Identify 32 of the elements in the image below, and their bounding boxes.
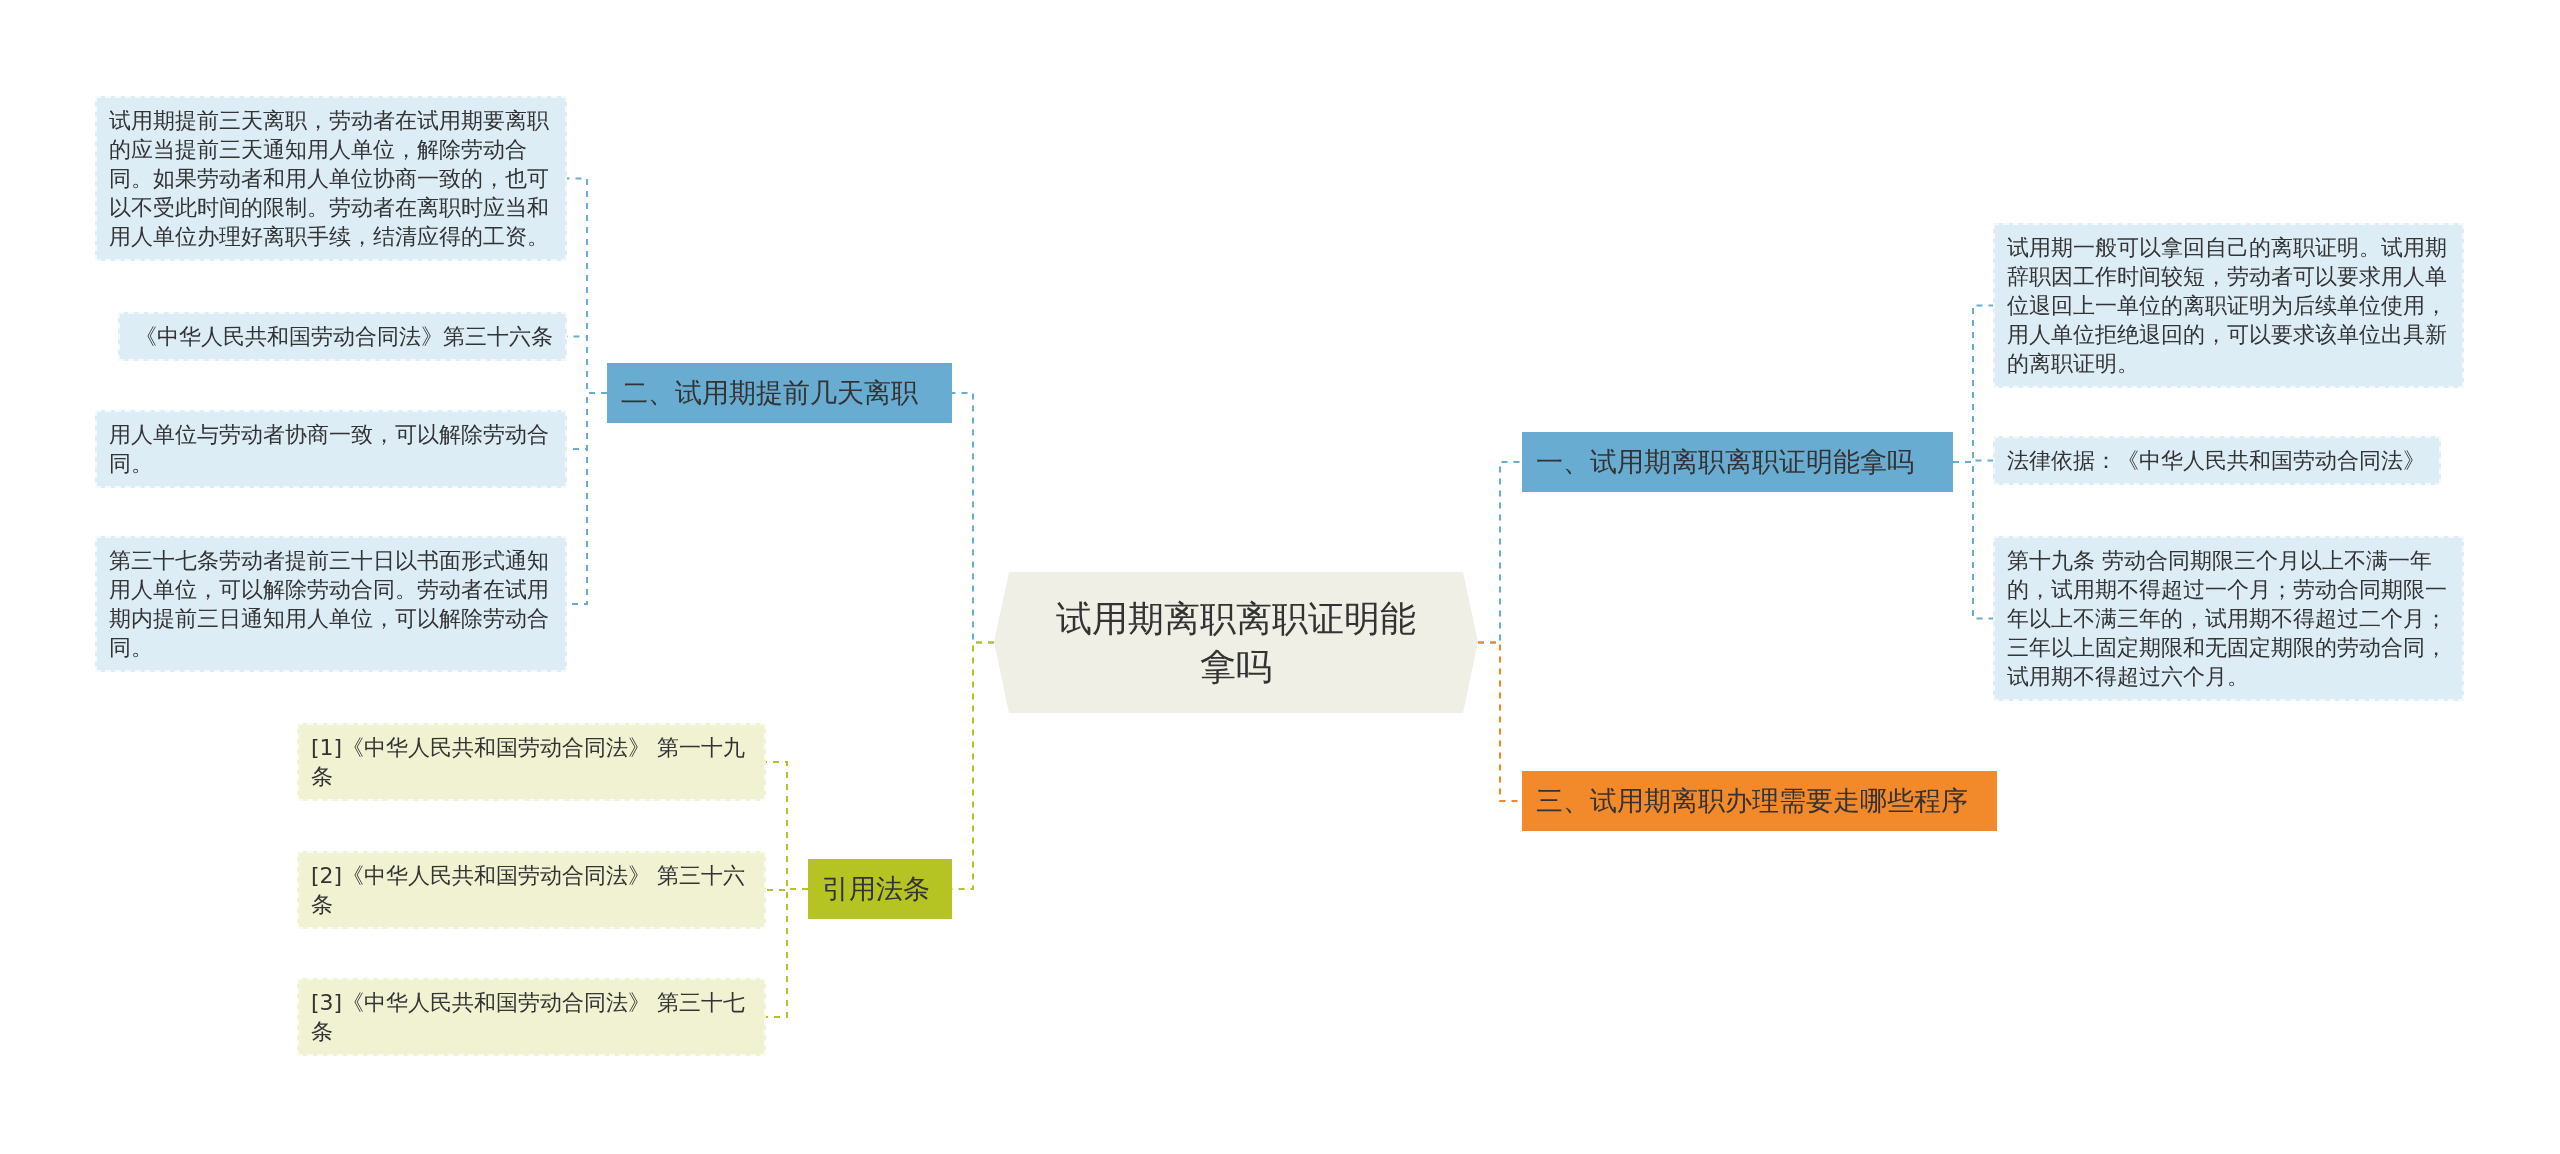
topic-text: 二、试用期提前几天离职 — [621, 377, 918, 408]
topic-text: 一、试用期离职离职证明能拿吗 — [1536, 446, 1914, 477]
connector-line — [765, 888, 809, 1018]
connector-line — [1952, 461, 1994, 620]
note-text: [3]《中华人民共和国劳动合同法》 第三十七条 — [311, 990, 746, 1044]
topic-box — [808, 859, 952, 919]
note-box — [118, 312, 567, 361]
note-text: 试用期一般可以拿回自己的离职证明。试用期辞职因工作时间较短，劳动者可以要求用人单位退回上一单位的离职证明为后续单位使用，用人单位拒绝退回的，可以要求该单位出具新的离职证明。 — [2007, 235, 2447, 376]
note-box — [1993, 536, 2464, 701]
note-box — [297, 851, 766, 929]
note-text: 第三十七条劳动者提前三十日以书面形式通知用人单位，可以解除劳动合同。劳动者在试用期内提前三日通知用人单位，可以解除劳动合同。 — [109, 548, 549, 660]
topic-text: 引用法条 — [822, 873, 930, 904]
note-text: 第十九条 劳动合同期限三个月以上不满一年的，试用期不得超过一个月；劳动合同期限一年以上不满三年的，试用期不得超过二个月；三年以上固定期限和无固定期限的劳动合同，试用期不得超过六个月。 — [2007, 548, 2447, 689]
note-box — [297, 978, 766, 1056]
note-text: 试用期提前三天离职，劳动者在试用期要离职的应当提前三天通知用人单位，解除劳动合同。如果劳动者和用人单位协商一致的，也可以不受此时间的限制。劳动者在离职时应当和用人单位办理好离职手续，结清应得的工资。 — [109, 108, 549, 249]
note-box — [95, 96, 567, 261]
topic-text: 三、试用期离职办理需要走哪些程序 — [1536, 785, 1968, 816]
note-box — [1993, 223, 2464, 388]
note-text: [1]《中华人民共和国劳动合同法》 第一十九条 — [311, 735, 746, 789]
note-text: 用人单位与劳动者协商一致，可以解除劳动合同。 — [109, 422, 549, 476]
note-text: [2]《中华人民共和国劳动合同法》 第三十六条 — [311, 863, 746, 917]
note-box — [95, 410, 567, 488]
note-box — [95, 536, 567, 672]
note-text: 《中华人民共和国劳动合同法》第三十六条 — [135, 324, 553, 349]
topic-text: 试用期离职离职证明能拿吗 — [1055, 596, 1417, 689]
topic-box — [1522, 432, 1953, 492]
central-topic — [994, 572, 1478, 713]
topic-box — [607, 363, 952, 423]
note-box — [297, 723, 766, 801]
note-text: 法律依据：《中华人民共和国劳动合同法》 — [2007, 448, 2425, 473]
topic-box — [1522, 771, 1997, 831]
note-box — [1993, 436, 2441, 485]
